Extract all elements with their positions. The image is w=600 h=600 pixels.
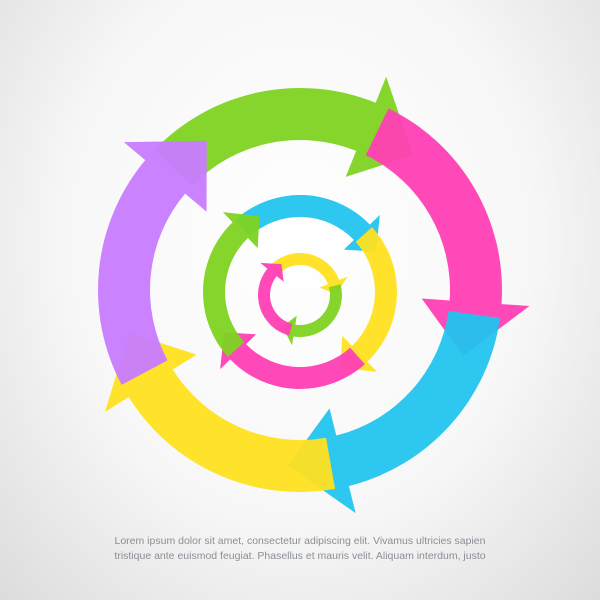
middle-magenta-arrow-icon bbox=[220, 332, 365, 389]
inner-green-arrow-icon bbox=[282, 284, 342, 346]
outer-purple-arrow-icon bbox=[97, 140, 207, 385]
outer-magenta-arrow-icon bbox=[365, 108, 530, 356]
outer-green-arrow-icon bbox=[154, 76, 414, 186]
middle-cyan-arrow-icon bbox=[235, 195, 380, 252]
caption: Lorem ipsum dolor sit amet, consectetur … bbox=[80, 534, 520, 564]
middle-yellow-arrow-icon bbox=[340, 227, 397, 372]
inner-ring bbox=[258, 252, 348, 346]
outer-ring bbox=[97, 76, 530, 514]
outer-yellow-arrow-icon bbox=[104, 332, 336, 492]
inner-yellow-arrow-icon bbox=[270, 252, 348, 295]
caption-line-1: Lorem ipsum dolor sit amet, consectetur … bbox=[114, 535, 486, 547]
middle-green-arrow-icon bbox=[203, 212, 260, 357]
middle-ring bbox=[203, 195, 397, 389]
inner-magenta-arrow-icon bbox=[258, 262, 293, 336]
caption-line-2: tristique ante euismod feugiat. Phasellu… bbox=[114, 550, 486, 562]
outer-cyan-arrow-icon bbox=[287, 310, 501, 514]
